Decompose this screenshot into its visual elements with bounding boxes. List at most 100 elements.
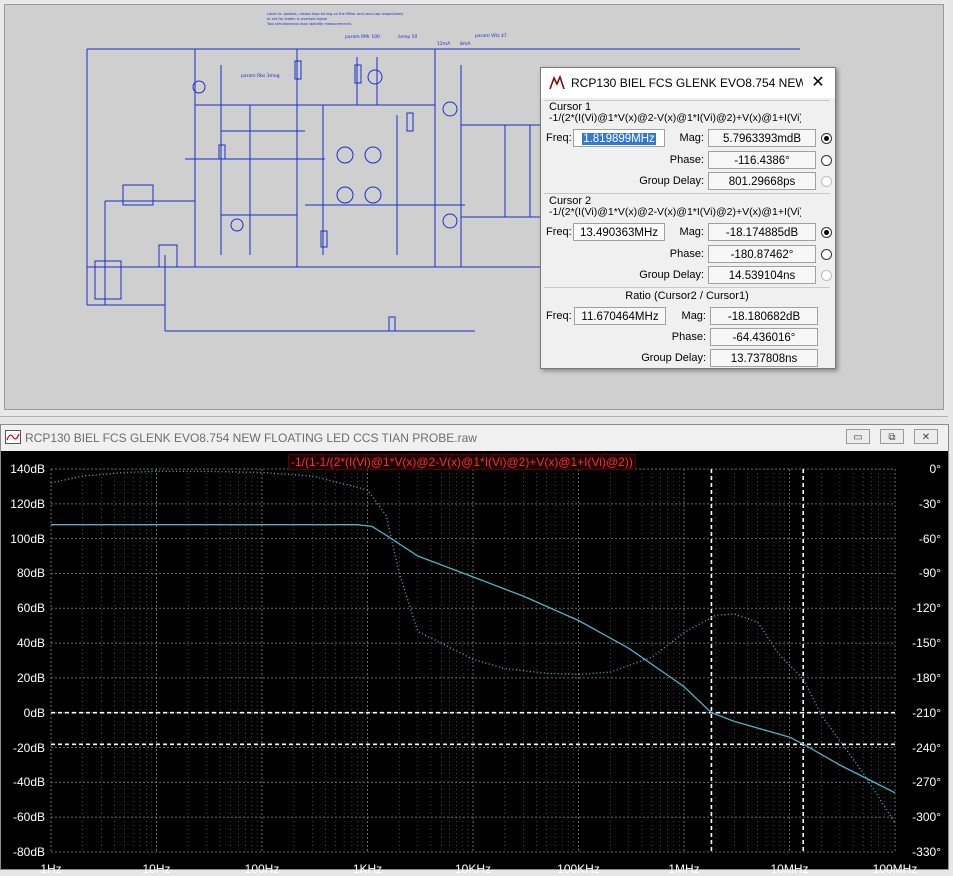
ratio-gd-label: Group Delay:: [641, 352, 706, 364]
x-tick-label: 10Hz: [142, 862, 171, 876]
ratio-phase-field[interactable]: -64.436016°: [710, 328, 818, 346]
cursor1-phase-field[interactable]: -116.4386°: [708, 151, 816, 169]
phase-trace: [50, 470, 896, 824]
waveform-window: RCP130 BIEL FCS GLENK EVO8.754 NEW FLOAT…: [0, 424, 949, 876]
y-tick-label-right: -240°: [912, 740, 941, 755]
ratio-mag-field[interactable]: -18.180682dB: [710, 307, 818, 325]
cursor1-freq-field[interactable]: 1.819899MHz: [573, 129, 665, 147]
y-tick-label-right: -180°: [912, 670, 941, 685]
x-tick-label: 100KHz: [557, 862, 600, 876]
y-tick-label-right: -150°: [912, 636, 941, 651]
y-tick-label-left: 140dB: [10, 462, 45, 476]
ratio-phase-label: Phase:: [671, 331, 706, 343]
waveform-app-icon: [5, 430, 21, 444]
close-button[interactable]: ✕: [811, 74, 825, 91]
cursor1-mag-radio[interactable]: [821, 133, 832, 144]
cursor2-mag-label: Mag:: [679, 226, 704, 238]
ltspice-icon: [549, 75, 565, 90]
cursor2-expression: -1/(2*(I(Vi)@1*V(x)@2-V(x)@1*I(Vi)@2)+V(…: [549, 206, 801, 218]
cursor2-group: Cursor 2 -1/(2*(I(Vi)@1*V(x)@2-V(x)@1*I(…: [544, 193, 832, 286]
ratio-group: Ratio (Cursor2 / Cursor1) Freq: 11.67046…: [544, 287, 830, 367]
magnitude-trace: [51, 524, 896, 794]
cursor-readout-dialog: RCP130 BIEL FCS GLENK EVO8.754 NEW FL...…: [540, 67, 836, 369]
ratio-freq-label: Freq:: [546, 310, 572, 322]
y-tick-label-right: -210°: [912, 705, 941, 720]
y-tick-label-right: 0°: [929, 462, 941, 476]
y-tick-label-right: -60°: [918, 531, 941, 546]
cursor2-mag-field[interactable]: -18.174885dB: [708, 223, 816, 241]
y-tick-label-left: 80dB: [16, 566, 45, 581]
dialog-titlebar[interactable]: RCP130 BIEL FCS GLENK EVO8.754 NEW FL...…: [541, 68, 835, 98]
cursor1-mag-field[interactable]: 5.7963393mdB: [708, 129, 816, 147]
cursor2-gd-field[interactable]: 14.539104ns: [708, 266, 816, 284]
param-temp: .temp 50: [397, 34, 417, 40]
schematic-drawing: Label re..lowtest, closed-loop tuning on…: [86, 12, 800, 332]
cursor1-mag-label: Mag:: [679, 132, 704, 144]
y-tick-label-right: -120°: [912, 601, 941, 616]
x-tick-label: 100Hz: [244, 862, 280, 876]
cursor1-freq-value: 1.819899MHz: [582, 133, 656, 145]
x-tick-label: 1MHz: [668, 862, 700, 876]
cursor2-label: Cursor 2: [549, 195, 592, 207]
param-ibias-b: 8mA: [460, 41, 471, 47]
y-tick-label-right: -330°: [912, 845, 941, 859]
y-tick-label-left: -40dB: [12, 775, 45, 790]
x-tick-label: 10MHz: [770, 862, 809, 876]
cursor1-group: Cursor 1 -1/(2*(I(Vi)@1*V(x)@2-V(x)@1*I(…: [544, 100, 832, 193]
cursor-lines[interactable]: [51, 469, 895, 852]
schematic-note: to set for stable in overlaid signal: [267, 17, 327, 21]
schematic-note: Label re..lowtest, closed-loop tuning on…: [267, 12, 404, 16]
param-rmr: param RMr 100: [345, 34, 380, 40]
trace-expression-label[interactable]: -1/(1-1/(2*(I(Vi)@1*V(x)@2-V(x)@1*I(Vi)@…: [288, 454, 636, 470]
x-tick-label: 1KHz: [352, 862, 383, 876]
y-tick-label-right: -270°: [912, 775, 941, 790]
cursor1-freq-label: Freq:: [546, 132, 572, 144]
waveform-titlebar[interactable]: RCP130 BIEL FCS GLENK EVO8.754 NEW FLOAT…: [1, 425, 948, 449]
ratio-gd-field[interactable]: 13.737808ns: [710, 349, 818, 367]
dialog-title: RCP130 BIEL FCS GLENK EVO8.754 NEW FL...: [571, 76, 803, 90]
close-button[interactable]: ✕: [914, 429, 938, 444]
y-tick-label-right: -30°: [918, 496, 941, 511]
cursor1-label: Cursor 1: [549, 101, 592, 113]
cursor1-phase-label: Phase:: [669, 154, 704, 166]
param-vrz: param VRz 47: [475, 33, 507, 39]
y-tick-label-left: -20dB: [12, 740, 45, 755]
cursor2-mag-radio[interactable]: [821, 227, 832, 238]
y-tick-label-left: 120dB: [10, 496, 45, 511]
bode-plot[interactable]: [1, 451, 948, 869]
x-tick-label: 100MHz: [872, 862, 918, 876]
ratio-label: Ratio (Cursor2 / Cursor1): [625, 290, 749, 302]
y-tick-label-left: 40dB: [16, 636, 45, 651]
y-tick-label-left: 100dB: [10, 531, 45, 546]
cursor2-gd-radio[interactable]: [821, 270, 832, 281]
y-tick-label-right: -300°: [912, 810, 941, 825]
y-tick-label-right: -90°: [918, 566, 941, 581]
cursor2-phase-radio[interactable]: [821, 249, 832, 260]
cursor1-phase-radio[interactable]: [821, 155, 832, 166]
cursor1-expression: -1/(2*(I(Vi)@1*V(x)@2-V(x)@1*I(Vi)@2)+V(…: [549, 112, 801, 124]
y-tick-label-left: -80dB: [12, 845, 45, 859]
cursor1-gd-label: Group Delay:: [639, 175, 704, 187]
cursor2-gd-label: Group Delay:: [639, 269, 704, 281]
y-tick-label-left: 0dB: [23, 705, 45, 720]
plot-traces: [50, 470, 896, 824]
param-rbs: param Rbs 3meg: [241, 73, 280, 79]
cursor2-phase-field[interactable]: -180.87462°: [708, 245, 816, 263]
waveform-title: RCP130 BIEL FCS GLENK EVO8.754 NEW FLOAT…: [25, 431, 477, 445]
cursor1-gd-radio[interactable]: [821, 176, 832, 187]
minimize-button[interactable]: ▭: [846, 429, 870, 444]
cursor2-freq-label: Freq:: [546, 226, 572, 238]
cursor2-freq-field[interactable]: 13.490363MHz: [573, 223, 665, 241]
param-ibias-a: 12mA: [437, 41, 451, 47]
restore-button[interactable]: ⧉: [880, 429, 904, 444]
plot-pane[interactable]: -1/(1-1/(2*(I(Vi)@1*V(x)@2-V(x)@1*I(Vi)@…: [1, 451, 948, 876]
schematic-note: Two simultaneous loop stability measurem…: [266, 22, 351, 26]
cursor1-gd-field[interactable]: 801.29668ps: [708, 172, 816, 190]
cursor2-phase-label: Phase:: [669, 248, 704, 260]
y-tick-label-left: 20dB: [16, 670, 45, 685]
x-tick-label: 10KHz: [454, 862, 492, 876]
ratio-freq-field[interactable]: 11.670464MHz: [574, 307, 666, 325]
y-tick-label-left: -60dB: [12, 810, 45, 825]
plot-grid: [50, 468, 896, 853]
y-tick-label-left: 60dB: [16, 601, 45, 616]
